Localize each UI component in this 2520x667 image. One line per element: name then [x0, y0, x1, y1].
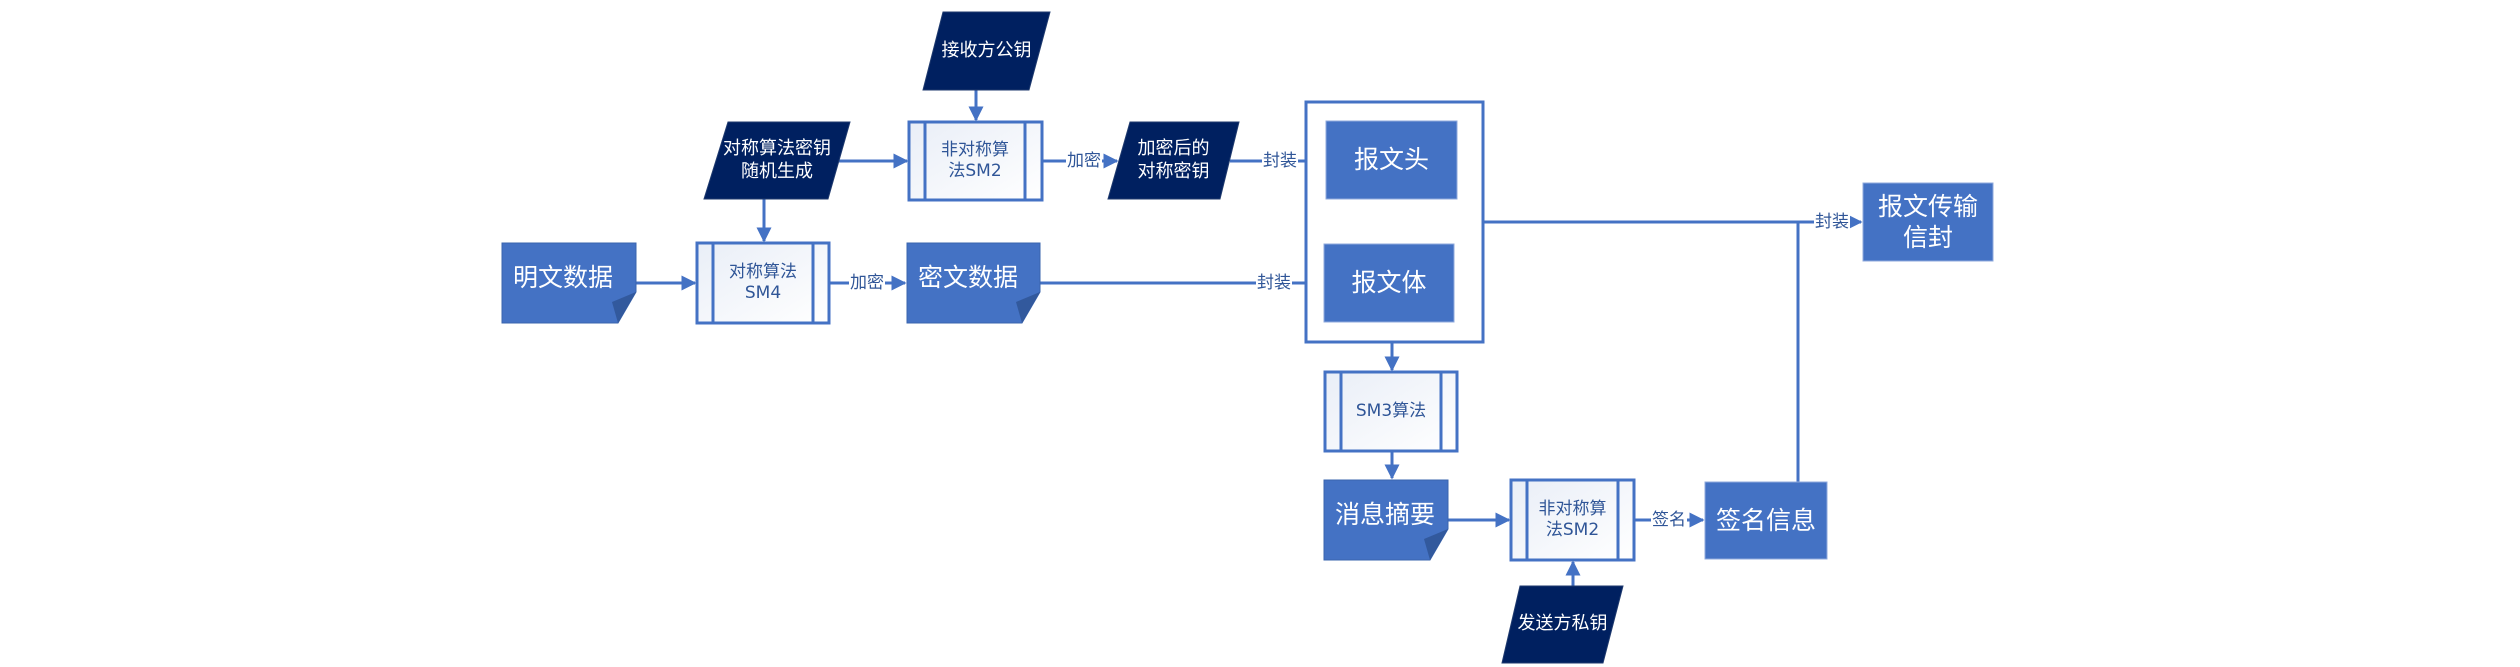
msg-body-node [1323, 243, 1455, 323]
sm2-sign-node [1509, 478, 1636, 562]
edge-label-package-body: 封装 [1256, 273, 1292, 293]
envelope-node [1862, 182, 1994, 262]
sender-privkey-node [1501, 585, 1624, 664]
msg-header-node [1325, 120, 1458, 200]
edge-label-package-envelope: 封装 [1814, 212, 1850, 232]
sym-key-gen-node [703, 121, 851, 200]
plaintext-node [501, 242, 637, 324]
edge-label-sign: 签名 [1651, 510, 1687, 530]
signature-node [1704, 481, 1828, 560]
receiver-pubkey-node [922, 11, 1051, 91]
digest-node [1323, 479, 1449, 561]
sm3-node [1323, 370, 1459, 453]
ciphertext-node [906, 242, 1041, 324]
edge-label-encrypt-sm2: 加密 [1066, 151, 1102, 171]
edge-label-encrypt-sm4: 加密 [849, 273, 885, 293]
edge-label-package-header: 封装 [1262, 151, 1298, 171]
enc-sym-key-node [1107, 121, 1240, 200]
sm4-node [695, 241, 831, 325]
sm2-encrypt-node [907, 120, 1044, 202]
